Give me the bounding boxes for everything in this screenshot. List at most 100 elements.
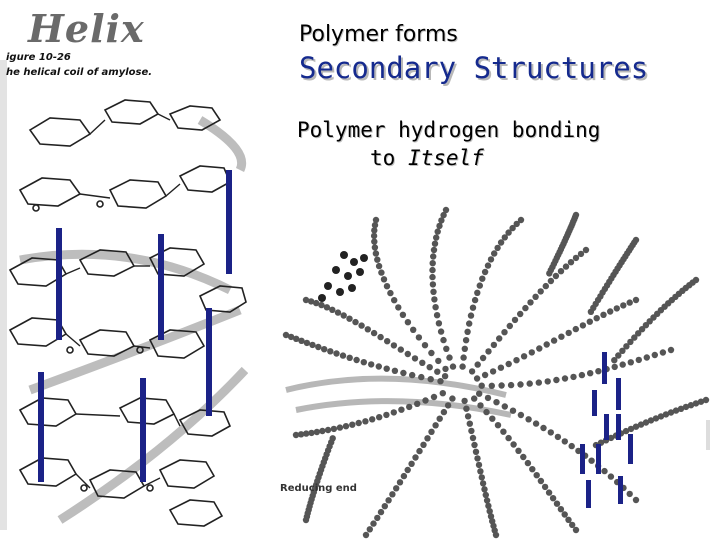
glucose-unit-dot xyxy=(524,459,532,467)
glucose-unit-dot xyxy=(517,310,524,318)
glucose-unit-dot xyxy=(586,318,593,325)
glucose-unit-dot xyxy=(513,220,520,228)
glucose-unit-dot xyxy=(431,240,439,247)
glucose-unit-dot xyxy=(509,224,516,232)
amylose-helix-figure: Helix igure 10-26 he helical coil of amy… xyxy=(0,0,248,540)
glucose-unit-dot xyxy=(490,341,498,349)
figure-number: igure 10-26 xyxy=(6,52,71,63)
glucose-unit-dot xyxy=(418,373,425,381)
glucose-unit-dot xyxy=(475,461,483,469)
glucose-unit-dot xyxy=(479,275,486,282)
glucose-unit-dot xyxy=(547,277,555,285)
glucose-unit-dot xyxy=(383,283,391,290)
glucose-unit-dot xyxy=(601,467,608,475)
glucose-unit-dot xyxy=(677,405,685,412)
glucose-unit-dot xyxy=(349,421,356,428)
glucose-unit-dot xyxy=(372,216,380,224)
glucose-unit-dot xyxy=(474,289,481,296)
glucose-unit-dot xyxy=(397,346,404,353)
glucose-unit-dot xyxy=(468,368,476,375)
glucose-unit-dot xyxy=(471,296,479,304)
glucose-unit-dot xyxy=(501,403,508,410)
glucose-unit-dot xyxy=(307,298,315,305)
glucose-unit-dot xyxy=(595,368,602,375)
glucose-unit-dot xyxy=(561,438,568,445)
glucose-unit-dot xyxy=(494,244,501,252)
glucose-unit-dot xyxy=(561,511,568,518)
glucose-unit-dot xyxy=(370,329,378,337)
glucose-unit-dot xyxy=(463,405,470,412)
glucose-unit-dot xyxy=(340,312,347,319)
glucose-unit-dot xyxy=(481,486,488,493)
glucose-unit-dot xyxy=(400,472,408,480)
glucose-unit-dot xyxy=(607,434,615,442)
glucose-unit-dot xyxy=(330,425,338,433)
glucose-unit-dot xyxy=(391,297,398,304)
glucose-unit-dot xyxy=(484,262,492,269)
glucose-unit-dot xyxy=(544,378,551,385)
glucose-unit-dot xyxy=(607,308,614,315)
glucose-unit-dot xyxy=(486,508,493,515)
glucose-unit-dot xyxy=(427,376,434,383)
glucose-unit-dot xyxy=(313,299,320,307)
glucose-unit-dot xyxy=(308,429,315,437)
glucose-unit-dot xyxy=(436,222,443,230)
h-bond-bar xyxy=(580,444,585,474)
glucose-unit-dot xyxy=(309,341,316,349)
glucose-unit-dot xyxy=(380,276,388,283)
glucose-unit-dot xyxy=(600,311,607,318)
glucose-unit-dot xyxy=(533,472,540,479)
glucose-unit-dot xyxy=(474,455,481,462)
glucose-unit-dot xyxy=(477,402,484,409)
glucose-unit-dot xyxy=(529,466,536,473)
glucose-unit-dot xyxy=(527,299,534,306)
glucose-unit-dot xyxy=(358,322,365,329)
glucose-unit-dot xyxy=(420,441,427,448)
glucose-unit-dot xyxy=(440,408,448,416)
glucose-unit-dot xyxy=(489,368,497,375)
glucose-unit-dot xyxy=(565,329,572,337)
glucose-unit-dot xyxy=(517,216,525,224)
glucose-unit-dot xyxy=(440,336,447,344)
glucose-unit-dot xyxy=(487,256,495,263)
h-bond-bar xyxy=(592,390,597,416)
glucose-unit-dot xyxy=(303,430,310,437)
h-bond-bar xyxy=(596,444,601,474)
scan-edge-right xyxy=(706,420,710,450)
glucose-unit-dot xyxy=(318,301,325,309)
glucose-unit-dot xyxy=(569,521,576,529)
glucose-unit-dot xyxy=(587,370,594,377)
glucose-unit-dot xyxy=(489,415,496,422)
amylose-helix-drawing xyxy=(8,99,248,527)
h-bond-bar xyxy=(226,170,232,274)
glucose-unit-dot xyxy=(461,345,468,352)
glucose-unit-dot xyxy=(434,228,441,235)
glucose-unit-dot xyxy=(364,326,371,333)
glucose-unit-dot xyxy=(557,506,565,513)
glucose-unit-dot xyxy=(687,402,695,409)
glucose-unit-dot xyxy=(485,348,492,355)
glucose-unit-dot xyxy=(568,442,575,450)
glucose-unit-dot xyxy=(579,322,587,329)
glucose-unit-dot xyxy=(444,402,452,409)
glucose-unit-dot xyxy=(437,378,444,385)
glucose-unit-dot xyxy=(652,415,660,422)
glucose-unit-dot xyxy=(459,363,466,370)
glucose-unit-dot xyxy=(497,239,505,246)
glucose-unit-dot xyxy=(619,361,626,368)
glucose-unit-dot xyxy=(371,244,379,251)
glucose-unit-dot xyxy=(697,398,705,405)
glucose-unit-dot xyxy=(376,414,383,421)
glucose-unit-dot xyxy=(667,409,675,416)
glucose-unit-dot xyxy=(369,416,376,423)
glucose-unit-dot xyxy=(464,413,472,420)
glucose-unit-dot xyxy=(442,206,450,214)
glucose-unit-dot xyxy=(626,490,633,498)
glucose-unit-dot xyxy=(702,396,710,404)
glucose-unit-dot xyxy=(637,421,645,428)
glucose-unit-dot xyxy=(507,381,515,389)
glucose-unit-dot xyxy=(528,349,535,356)
glucose-unit-dot xyxy=(659,349,667,356)
glucose-unit-dot xyxy=(430,246,438,254)
glucose-unit-dot xyxy=(321,346,328,353)
